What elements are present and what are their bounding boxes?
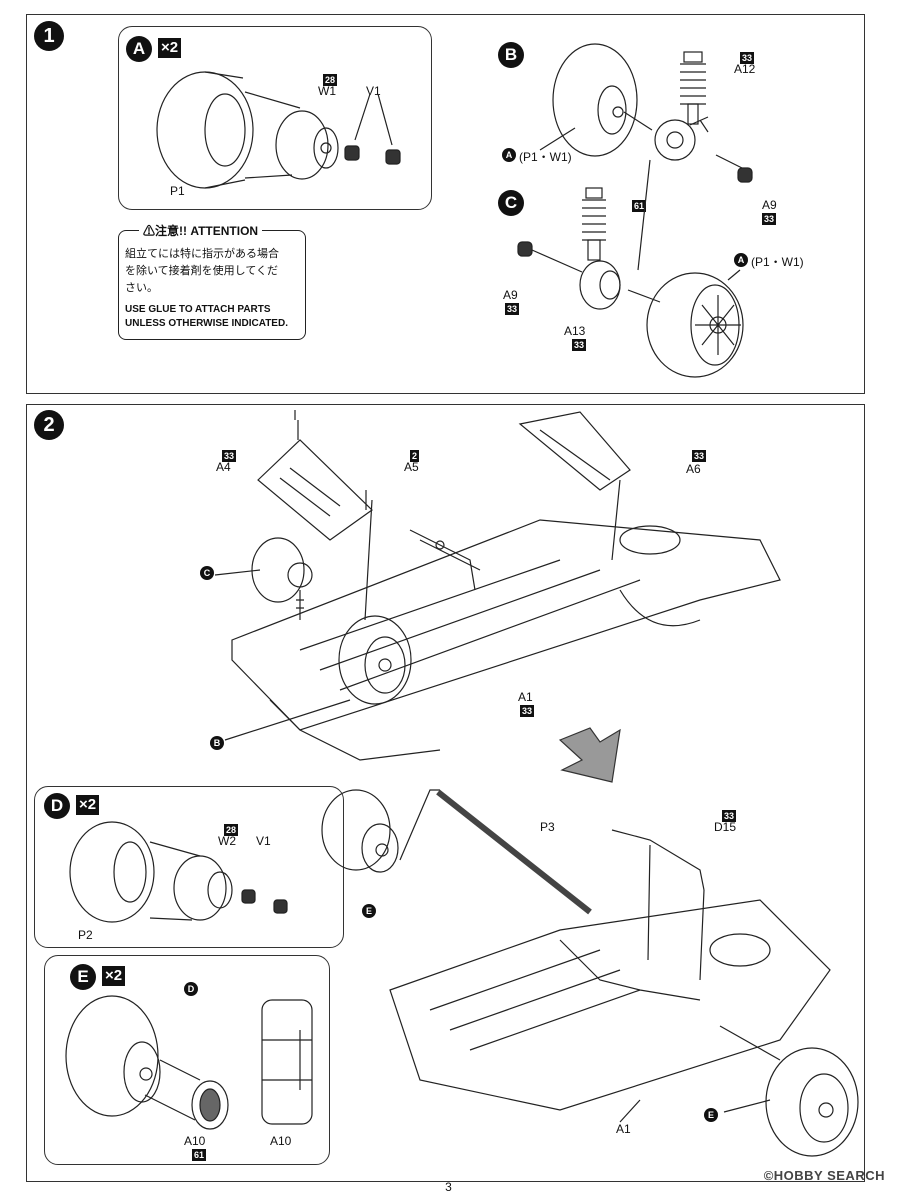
ref-d-circle: D <box>184 982 198 996</box>
page-number: 3 <box>445 1180 452 1194</box>
label-a13: A13 <box>564 324 586 338</box>
label-a9-b: A9 <box>762 198 777 212</box>
label-a10-b: A10 <box>270 1134 292 1148</box>
crossmember-a4-drawing <box>257 420 373 541</box>
tire-p1-drawing <box>156 71 254 189</box>
ref-c-circle: C <box>200 566 214 580</box>
label-w1-tag: 28 <box>323 74 338 86</box>
label-a6-tag: 33 <box>692 450 707 462</box>
ref-e-circle-1: E <box>362 904 376 918</box>
subframe-a6-drawing <box>518 411 631 491</box>
tire-b-drawing <box>552 43 638 157</box>
rim-a10-drawing <box>191 1080 229 1130</box>
label-a4: A4 <box>216 460 231 474</box>
label-a6: A6 <box>686 462 701 476</box>
label-a9-c-tag: 33 <box>505 303 520 315</box>
label-p1: P1 <box>170 184 185 198</box>
ref-e-circle-2: E <box>704 1108 718 1122</box>
ref-a-circle-b: A <box>502 148 516 162</box>
hub-c-drawing <box>579 260 621 310</box>
label-v1-d: V1 <box>256 834 271 848</box>
sub-a-letter: A <box>126 36 152 62</box>
sub-e-multiplier: ×2 <box>102 966 126 986</box>
label-a13-tag: 33 <box>572 339 587 351</box>
label-a5-tag: 2 <box>410 450 420 462</box>
label-w2-tag: 28 <box>224 824 239 836</box>
hub-b-drawing <box>654 116 709 161</box>
shaft-p3-drawing <box>436 789 592 915</box>
attention-jp-text: 組立てには特に指示がある場合 を除いて接着剤を使用してくだ さい。 <box>125 247 279 294</box>
label-a1-tag: 33 <box>520 705 535 717</box>
sub-c-letter: C <box>498 190 524 216</box>
step-1-number: 1 <box>34 21 64 51</box>
wheel-e-rear-drawing <box>765 1047 859 1157</box>
label-a9-c: A9 <box>503 288 518 302</box>
wheel-c-front-drawing <box>251 537 313 620</box>
label-a5: A5 <box>404 460 419 474</box>
step-2-number: 2 <box>34 410 64 440</box>
cap-v1-drawing <box>344 145 401 165</box>
label-a10-tag: 61 <box>192 1149 207 1161</box>
strut-c-drawing <box>582 187 606 261</box>
attention-box: ⚠注意!! ATTENTION 組立てには特に指示がある場合 を除いて接着剤を使… <box>118 222 306 340</box>
label-a1: A1 <box>518 690 533 704</box>
attention-en-text: USE GLUE TO ATTACH PARTS UNLESS OTHERWIS… <box>125 304 288 329</box>
steering-a5-drawing <box>409 529 481 591</box>
label-ref-c: (P1・W1) <box>751 255 804 269</box>
label-w1: W1 <box>318 84 336 98</box>
label-d15: D15 <box>714 820 737 834</box>
down-arrow-icon <box>558 727 621 783</box>
ref-b-circle: B <box>210 736 224 750</box>
stabilizer-d15-drawing <box>611 829 705 891</box>
ref-a-circle-c: A <box>734 253 748 267</box>
label-a10: A10 <box>184 1134 206 1148</box>
label-d15-tag: 33 <box>722 810 737 822</box>
attention-title: ⚠注意!! ATTENTION <box>139 222 263 239</box>
wheel-c-drawing <box>646 272 744 378</box>
wheel-b-front-drawing <box>338 615 412 705</box>
sub-d-multiplier: ×2 <box>76 795 100 815</box>
sub-e-letter: E <box>70 964 96 990</box>
chassis-a1-drawing <box>231 519 781 761</box>
label-a9-b-tag: 33 <box>762 213 777 225</box>
sub-a-multiplier: ×2 <box>158 38 182 58</box>
sub-d-letter: D <box>44 793 70 819</box>
label-ref-b: (P1・W1) <box>519 150 572 164</box>
rim-section-drawing <box>261 999 313 1125</box>
tire-e-drawing <box>65 995 161 1117</box>
wheel-e-front-drawing <box>321 789 399 873</box>
label-a12: A12 <box>734 62 756 76</box>
wheel-w2-drawing <box>173 855 233 921</box>
sub-b-letter: B <box>498 42 524 68</box>
label-a12-tag: 33 <box>740 52 755 64</box>
strut-a12-drawing <box>680 51 706 125</box>
label-p3: P3 <box>540 820 555 834</box>
tire-p2-drawing <box>69 821 155 923</box>
label-a1-b: A1 <box>616 1122 631 1136</box>
label-p2: P2 <box>78 928 93 942</box>
wheel-w1-drawing <box>275 110 339 180</box>
watermark: ©HOBBY SEARCH <box>763 1168 885 1183</box>
label-w2: W2 <box>218 834 236 848</box>
label-61: 61 <box>632 200 647 212</box>
label-a4-tag: 33 <box>222 450 237 462</box>
chassis-a1-lower-drawing <box>389 899 831 1111</box>
